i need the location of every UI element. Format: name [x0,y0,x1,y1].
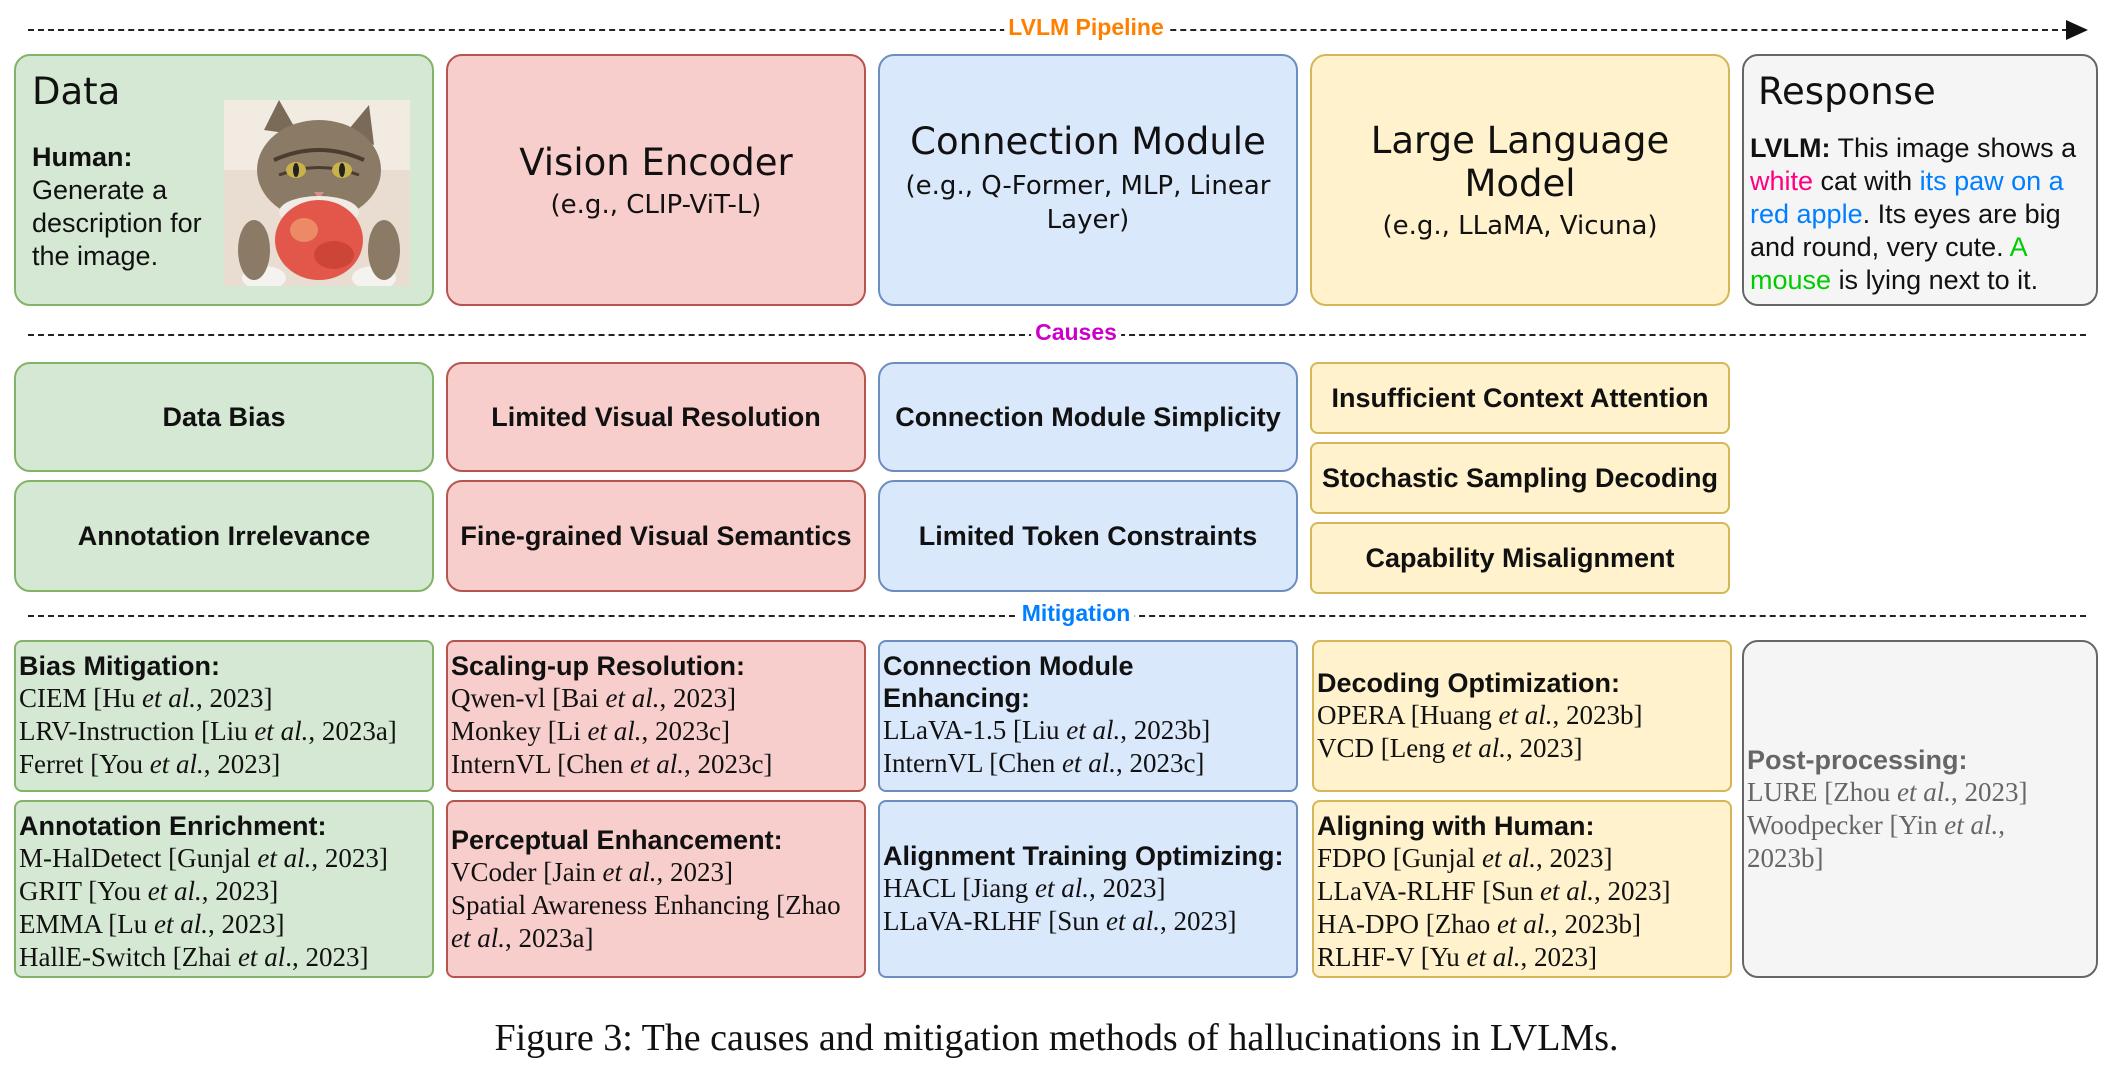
connection-enhancing-ref: LLaVA-1.5 [Liu et al., 2023b] [883,715,1211,745]
cause-connection-module-simplicity-label: Connection Module Simplicity [895,401,1281,432]
response-text-part3: . Its eyes are big and round, very cute. [1750,199,2061,262]
mitigation-connection-module-enhancing: Connection Module Enhancing: LLaVA-1.5 [… [878,640,1298,792]
cause-capability-misalignment-label: Capability Misalignment [1365,542,1675,573]
cat-with-apple-image [224,100,410,286]
annotation-enrichment-ref: GRIT [You et al., 2023] [19,876,279,906]
scaling-up-resolution-ref: Qwen-vl [Bai et al., 2023] [451,683,736,713]
bias-mitigation-ref: Ferret [You et al., 2023] [19,749,281,779]
decoding-optimization-title: Decoding Optimization: [1317,668,1620,698]
bias-mitigation-ref: LRV-Instruction [Liu et al., 2023a] [19,716,397,746]
cause-data-bias-label: Data Bias [162,401,286,432]
scaling-up-resolution-title: Scaling-up Resolution: [451,651,745,681]
aligning-with-human-ref: FDPO [Gunjal et al., 2023] [1317,843,1613,873]
llm-stage: Large Language Model (e.g., LLaMA, Vicun… [1310,54,1730,306]
pipeline-label: LVLM Pipeline [1004,14,1168,41]
post-processing-ref: 2023b] [1747,842,1824,873]
response-text-part4: is lying next to it. [1838,265,2039,295]
figure-caption: Figure 3: The causes and mitigation meth… [494,1017,1619,1059]
mitigation-decoding-optimization: Decoding Optimization: OPERA [Huang et a… [1312,640,1732,792]
decoding-optimization-ref: VCD [Leng et al., 2023] [1317,733,1583,763]
perceptual-enhancement-ref: VCoder [Jain et al., 2023] [451,857,733,887]
data-human-prompt: Generate a description for the image. [32,175,202,271]
mitigation-label: Mitigation [1017,600,1135,627]
perceptual-enhancement-title: Perceptual Enhancement: [451,825,783,855]
response-text: LVLM: This image shows a white cat with … [1750,132,2095,297]
cause-insufficient-context-attention: Insufficient Context Attention [1310,362,1730,434]
alignment-training-ref: LLaVA-RLHF [Sun et al., 2023] [883,906,1237,936]
data-stage-box: Data Human: Generate a description for t… [14,54,434,306]
connection-module-stage: Connection Module (e.g., Q-Former, MLP, … [878,54,1298,306]
cause-stochastic-sampling-decoding-label: Stochastic Sampling Decoding [1321,462,1719,493]
response-title: Response [1758,70,1936,113]
post-processing-title: Post-processing: [1747,744,1968,775]
cause-fine-grained-visual-semantics-label: Fine-grained Visual Semantics [460,520,852,551]
post-processing-ref: Woodpecker [Yin et al., [1747,809,2006,840]
pipeline-divider: LVLM Pipeline [28,14,2068,41]
annotation-enrichment-ref: HallE-Switch [Zhai et al., 2023] [19,942,369,972]
vision-encoder-subtitle: (e.g., CLIP-ViT-L) [550,189,762,220]
alignment-training-title: Alignment Training Optimizing: [883,841,1284,871]
annotation-enrichment-title: Annotation Enrichment: [19,811,327,841]
mitigation-alignment-training: Alignment Training Optimizing: HACL [Jia… [878,800,1298,978]
connection-module-title: Connection Module [910,120,1266,163]
scaling-up-resolution-ref: InternVL [Chen et al., 2023c] [451,749,773,779]
cause-stochastic-sampling-decoding: Stochastic Sampling Decoding [1310,442,1730,514]
post-processing-ref: LURE [Zhou et al., 2023] [1747,776,2028,807]
cause-fine-grained-visual-semantics: Fine-grained Visual Semantics [446,480,866,592]
cause-limited-visual-resolution-label: Limited Visual Resolution [491,401,821,432]
mitigation-perceptual-enhancement: Perceptual Enhancement: VCoder [Jain et … [446,800,866,978]
response-lvlm-label: LVLM: [1750,133,1831,163]
perceptual-enhancement-ref: Spatial Awareness Enhancing [Zhao [451,890,841,920]
vision-encoder-stage: Vision Encoder (e.g., CLIP-ViT-L) [446,54,866,306]
mitigation-divider: Mitigation [28,600,2086,627]
mitigation-scaling-up-resolution: Scaling-up Resolution: Qwen-vl [Bai et a… [446,640,866,792]
pipeline-arrowhead [2066,20,2088,40]
cause-insufficient-context-attention-label: Insufficient Context Attention [1331,382,1709,413]
cause-connection-module-simplicity: Connection Module Simplicity [878,362,1298,472]
causes-divider: Causes [28,319,2086,346]
cause-capability-misalignment: Capability Misalignment [1310,522,1730,594]
response-text-mouse: A mouse [1750,232,2027,295]
bias-mitigation-ref: CIEM [Hu et al., 2023] [19,683,273,713]
scaling-up-resolution-ref: Monkey [Li et al., 2023c] [451,716,730,746]
connection-module-subtitle: (e.g., Q-Former, MLP, Linear Layer) [905,171,1271,235]
response-stage-box: Response LVLM: This image shows a white … [1742,54,2098,306]
causes-label: Causes [1031,319,1121,346]
data-stage-title: Data [32,70,121,113]
data-human-label: Human: [32,142,133,172]
cause-annotation-irrelevance: Annotation Irrelevance [14,480,434,592]
response-text-part2: cat with [1820,166,1913,196]
connection-enhancing-ref: InternVL [Chen et al., 2023c] [883,748,1205,778]
decoding-optimization-ref: OPERA [Huang et al., 2023b] [1317,700,1643,730]
alignment-training-ref: HACL [Jiang et al., 2023] [883,873,1166,903]
response-text-part1: This image shows a [1837,133,2077,163]
mitigation-bias-mitigation: Bias Mitigation: CIEM [Hu et al., 2023] … [14,640,434,792]
annotation-enrichment-ref: EMMA [Lu et al., 2023] [19,909,285,939]
aligning-with-human-ref: HA-DPO [Zhao et al., 2023b] [1317,909,1641,939]
response-text-white: white [1750,166,1814,196]
response-text-paw: its paw on a red apple [1750,166,2064,229]
cause-data-bias: Data Bias [14,362,434,472]
connection-enhancing-title-line1: Connection Module [883,651,1134,681]
mitigation-aligning-with-human: Aligning with Human: FDPO [Gunjal et al.… [1312,800,1732,978]
mitigation-annotation-enrichment: Annotation Enrichment: M-HalDetect [Gunj… [14,800,434,978]
cause-limited-visual-resolution: Limited Visual Resolution [446,362,866,472]
connection-enhancing-title-line2: Enhancing: [883,683,1030,713]
llm-title: Large Language Model [1370,119,1670,205]
perceptual-enhancement-ref: et al., 2023a] [451,923,594,953]
cause-limited-token-constraints: Limited Token Constraints [878,480,1298,592]
mitigation-post-processing: Post-processing: LURE [Zhou et al., 2023… [1742,640,2098,978]
vision-encoder-title: Vision Encoder [519,140,793,184]
cause-limited-token-constraints-label: Limited Token Constraints [918,520,1258,551]
cause-annotation-irrelevance-label: Annotation Irrelevance [77,520,371,551]
aligning-with-human-ref: LLaVA-RLHF [Sun et al., 2023] [1317,876,1671,906]
bias-mitigation-title: Bias Mitigation: [19,651,220,681]
llm-subtitle: (e.g., LLaMA, Vicuna) [1382,211,1658,241]
aligning-with-human-title: Aligning with Human: [1317,811,1595,841]
aligning-with-human-ref: RLHF-V [Yu et al., 2023] [1317,942,1598,972]
annotation-enrichment-ref: M-HalDetect [Gunjal et al., 2023] [19,843,388,873]
